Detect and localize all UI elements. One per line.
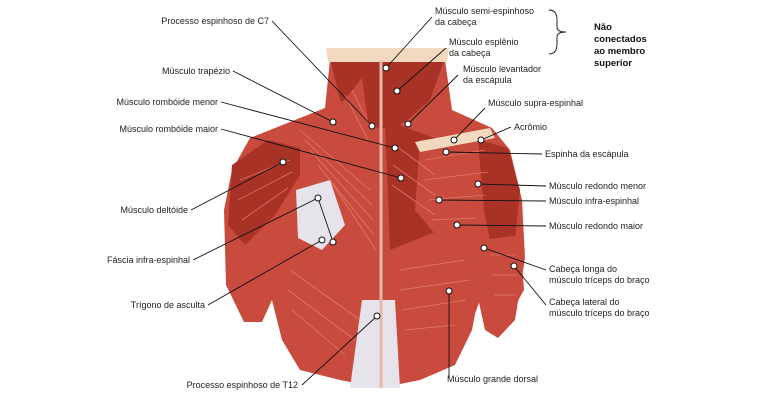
label-semi-espinhoso-1: Músculo semi-espinhoso [435,6,534,16]
label-fascia: Fáscia infra-espinhal [107,255,190,265]
pointer-dots [279,64,518,320]
label-esplenio-2: da cabeça [449,48,491,58]
label-levantador-1: Músculo levantador [463,64,541,74]
label-redondo-menor: Músculo redondo menor [549,181,646,191]
label-redondo-maior: Músculo redondo maior [549,221,643,231]
bracket-note-line-4: superior [594,58,632,69]
dot-trapezio [329,118,337,126]
label-infra: Músculo infra-espinhal [549,196,639,206]
label-trapezio: Músculo trapézio [162,66,230,76]
latissimus-right [390,250,480,380]
dot-levantador [404,120,412,128]
dot-infra [435,196,443,204]
dot-grande-dorsal [445,287,453,295]
label-deltoide: Músculo deltóide [120,205,188,215]
dot-triceps-lateral [510,262,518,270]
label-triceps-lateral-2: músculo tríceps do braço [549,308,650,318]
dot-romboide-maior [397,174,405,182]
bracket-note-line-2: conectados [594,34,647,45]
label-triceps-lateral-1: Cabeça lateral do [549,297,620,307]
bracket-note-line-3: ao membro [594,46,645,57]
dot-processo-c7 [368,122,376,130]
deltoid-left [228,140,300,245]
scapula-muscles-right [415,135,500,240]
dot-trigono [318,236,326,244]
dot-redondo-maior [453,221,461,229]
label-processo-t12: Processo espinhoso de T12 [187,380,298,390]
dot-espinha [442,148,450,156]
label-romboide-maior: Músculo rombóide maior [119,124,218,134]
label-processo-c7: Processo espinhoso de C7 [161,16,269,26]
dot-supra [450,136,458,144]
label-triceps-longa-1: Cabeça longa do [549,264,617,274]
labels: Processo espinhoso de C7 Músculo trapézi… [107,6,650,390]
bracket-note-line-1: Não [594,22,612,33]
label-romboide-menor: Músculo rombóide menor [116,97,218,107]
deltoid-right [478,140,520,250]
dot-redondo-menor [474,180,482,188]
neck-top-tendon [326,48,449,62]
dot-processo-t12 [373,312,381,320]
dot-fascia [314,194,322,202]
label-esplenio-1: Músculo esplênio [449,37,519,47]
infraspinatus-fascia-left [296,180,345,250]
trapezius-left [290,78,378,260]
label-espinha: Espinha da escápula [545,149,629,159]
dot-romboide-menor [391,144,399,152]
dot-esplenio [393,87,401,95]
anatomy-illustration [224,48,525,388]
dot-fascia-2 [329,238,337,246]
thoracolumbar-fascia [350,300,400,388]
dot-semi-espinhoso [382,64,390,72]
label-triceps-longa-2: músculo tríceps do braço [549,275,650,285]
label-levantador-2: da escápula [463,75,512,85]
dot-deltoide [279,158,287,166]
dot-acromio [477,136,485,144]
label-semi-espinhoso-2: da cabeça [435,17,477,27]
dot-triceps-longa [480,244,488,252]
label-grande-dorsal: Músculo grande dorsal [447,374,538,384]
label-supra: Músculo supra-espinhal [488,98,583,108]
label-acromio: Acrômio [514,122,547,132]
label-trigono: Trígono de asculta [131,300,205,310]
